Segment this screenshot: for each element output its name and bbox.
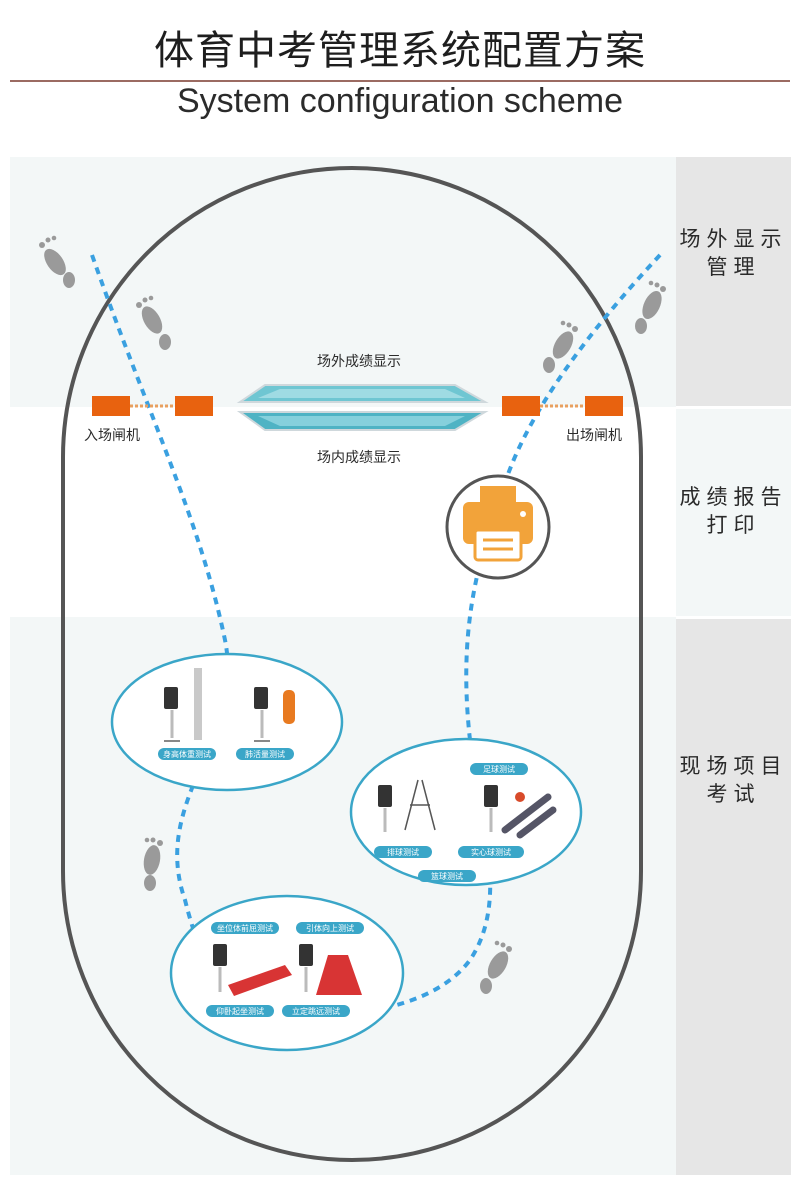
jump-mat-icon	[316, 955, 362, 995]
footprint-icon	[543, 320, 578, 373]
pill-bg	[158, 748, 216, 760]
band-report-print	[10, 407, 676, 617]
printer-icon	[445, 474, 551, 580]
pill-lung-capacity: 肺活量测试	[245, 749, 285, 759]
pill-basketball: 篮球测试	[431, 871, 463, 881]
volleyball-net-icon	[404, 779, 436, 831]
pill-bg	[211, 922, 279, 934]
test-kiosk-icon	[164, 687, 180, 742]
outside-display-label: 场外成绩显示	[317, 354, 401, 370]
pill-pull-up: 引体向上测试	[306, 923, 354, 933]
sidebar-label-onsite-exam: 现场项目考试	[679, 754, 788, 806]
ball-icon	[515, 792, 525, 802]
footprint-icon	[635, 280, 666, 334]
exit-path	[299, 253, 662, 1020]
pill-sit-up: 仰卧起坐测试	[216, 1006, 264, 1016]
page-title: 体育中考管理系统配置方案	[154, 28, 646, 74]
entry-gate-label: 入场闸机	[84, 428, 140, 444]
sidebar-label-outside-display: 场外显示管理	[679, 227, 788, 279]
pill-bg	[470, 763, 528, 775]
pill-bg	[374, 846, 432, 858]
pill-bg	[458, 846, 524, 858]
sidebar-panel-print	[676, 409, 791, 616]
test-kiosk-icon	[254, 687, 270, 742]
pill-medicine-ball: 实心球测试	[471, 847, 511, 857]
sidebar-panel-outside	[676, 157, 791, 406]
outside-display-screen	[236, 384, 489, 403]
test-group-ball-sports: 足球测试 排球测试 实心球测试 篮球测试	[349, 737, 583, 887]
test-group-height-lung: 身高体重测试 肺活量测试	[110, 652, 344, 792]
exit-gate	[502, 396, 623, 416]
pill-bg	[236, 748, 294, 760]
pill-sit-reach: 坐位体前屈测试	[217, 923, 273, 933]
sidebar-label-report-print: 成绩报告打印	[679, 485, 788, 537]
footprint-icon	[480, 940, 512, 994]
test-kiosk-icon	[378, 785, 392, 832]
inside-display-screen	[236, 411, 489, 431]
inside-display-label: 场内成绩显示	[317, 450, 401, 466]
test-kiosk-icon	[299, 944, 313, 992]
pill-volleyball: 排球测试	[387, 847, 419, 857]
pill-long-jump: 立定跳远测试	[292, 1006, 340, 1016]
test-group-flexibility-jump: 坐位体前屈测试 引体向上测试 仰卧起坐测试 立定跳远测试	[169, 894, 405, 1052]
tube-icon	[501, 793, 552, 834]
footprint-icon	[136, 295, 171, 350]
pill-bg	[206, 1005, 274, 1017]
pill-football: 足球测试	[483, 764, 515, 774]
tube-icon	[516, 806, 557, 839]
pill-bg	[418, 870, 476, 882]
entry-gate	[92, 396, 213, 416]
footprint-icon	[39, 235, 75, 288]
page-subtitle: System configuration scheme	[177, 82, 623, 120]
test-kiosk-icon	[484, 785, 498, 832]
track-outline	[61, 166, 643, 1162]
test-kiosk-icon	[213, 944, 227, 992]
spirometer-icon	[283, 690, 295, 724]
sit-reach-mat-icon	[228, 965, 292, 996]
pill-bg	[296, 922, 364, 934]
exit-gate-label: 出场闸机	[566, 428, 622, 444]
pill-height-weight: 身高体重测试	[163, 749, 211, 759]
height-scale-icon	[194, 668, 202, 740]
title-divider	[10, 80, 790, 82]
sidebar-panel-exam	[676, 619, 791, 1175]
pill-bg	[282, 1005, 350, 1017]
footprint-icon	[143, 837, 163, 891]
